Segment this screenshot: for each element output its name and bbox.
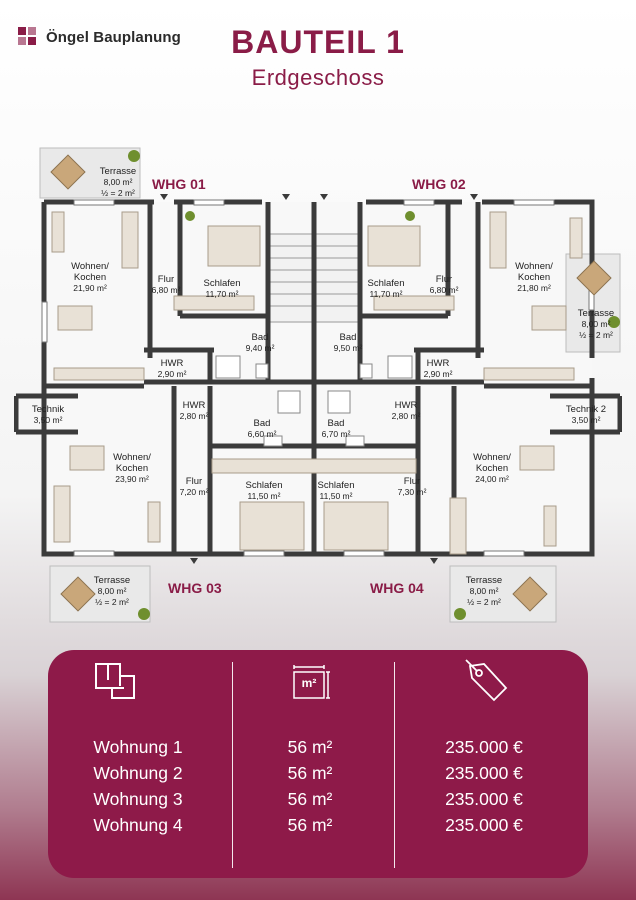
floor-plan-drawing: [14, 147, 622, 623]
apartment-name: Wohnung 2: [93, 763, 183, 783]
m2-icon-label: m²: [301, 676, 317, 690]
logo-text: Öngel Bauplanung: [46, 28, 181, 46]
apartment-price: 235.000 €: [445, 789, 523, 809]
apartment-sizes-column: 56 m² 56 m² 56 m² 56 m²: [220, 734, 400, 838]
column-divider: [232, 662, 233, 868]
page-subtitle: Erdgeschoss: [251, 65, 385, 90]
square-meter-icon: [293, 665, 330, 699]
apartment-price: 235.000 €: [445, 737, 523, 757]
price-tag-icon: [465, 659, 508, 702]
floorplan-icon: [95, 663, 135, 699]
apartment-prices-column: 235.000 € 235.000 € 235.000 € 235.000 €: [394, 734, 574, 838]
apartment-size: 56 m²: [287, 763, 333, 783]
whg-03-label: WHG 03: [168, 580, 222, 596]
apartment-size: 56 m²: [287, 789, 333, 809]
column-divider: [394, 662, 395, 868]
apartment-size: 56 m²: [287, 815, 333, 835]
apartment-name: Wohnung 3: [93, 789, 183, 809]
apartment-price: 235.000 €: [445, 815, 523, 835]
whg-02-label: WHG 02: [412, 176, 466, 192]
company-logo: Öngel Bauplanung: [18, 27, 181, 47]
apartment-name: Wohnung 4: [93, 815, 183, 835]
apartment-size: 56 m²: [287, 737, 333, 757]
apartment-price: 235.000 €: [445, 763, 523, 783]
logo-mark-icon: [18, 27, 38, 47]
apartment-name: Wohnung 1: [93, 737, 183, 757]
whg-04-label: WHG 04: [370, 580, 424, 596]
page-title: BAUTEIL 1: [231, 24, 405, 60]
summary-panel: m² Wohnung 1 Wohnung 2 Wohnung 3 Wohnung…: [48, 650, 588, 878]
whg-01-label: WHG 01: [152, 176, 206, 192]
apartment-names-column: Wohnung 1 Wohnung 2 Wohnung 3 Wohnung 4: [48, 734, 228, 838]
